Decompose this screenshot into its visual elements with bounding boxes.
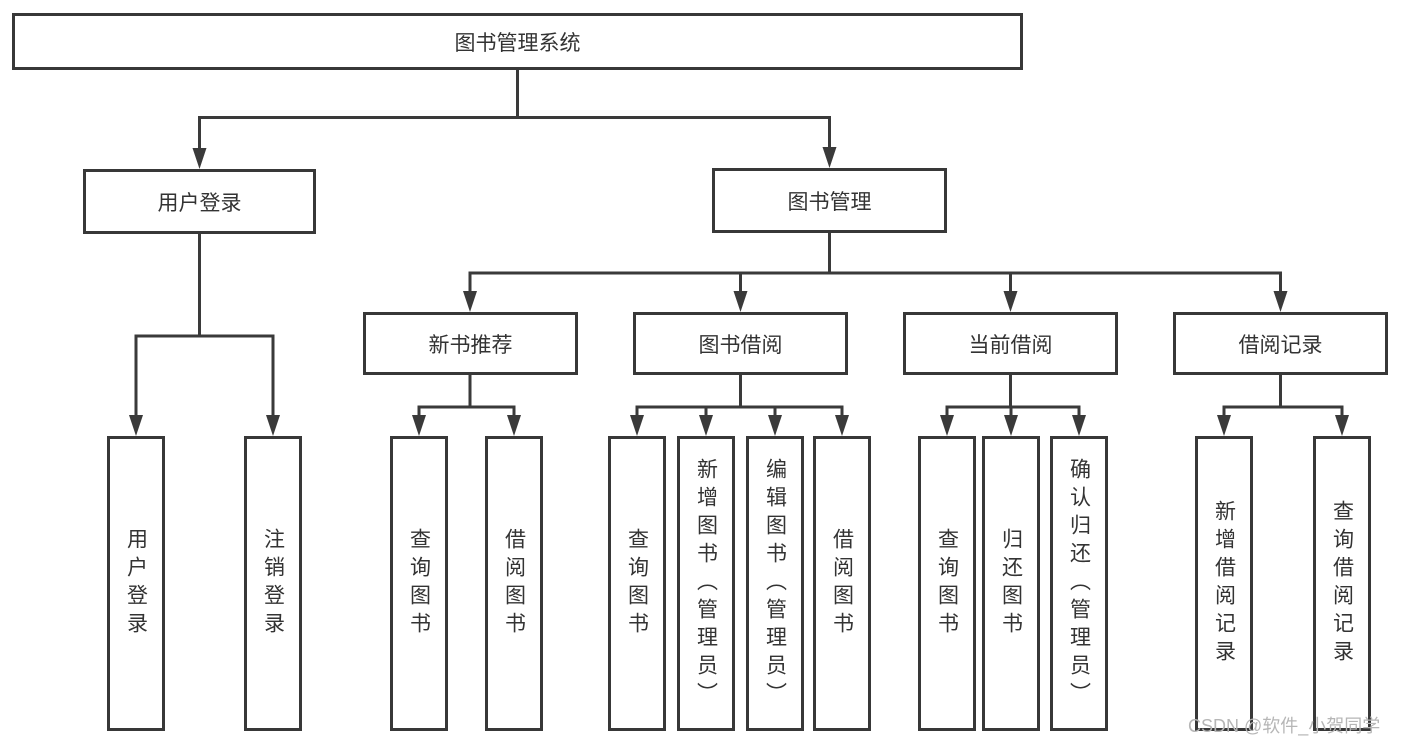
node-book-management-label: 图书管理: [787, 190, 872, 214]
node-leaf-query-books-borrow: 查询图书: [608, 436, 666, 731]
node-leaf-add-book-admin: 新增图书（管理员）: [677, 436, 735, 731]
node-leaf-query-books-current-label: 查询图书: [935, 527, 959, 640]
node-leaf-return-book-label: 归还图书: [999, 527, 1023, 640]
node-leaf-query-borrow-record: 查询借阅记录: [1313, 436, 1371, 731]
node-borrow-records-label: 借阅记录: [1238, 333, 1323, 357]
node-leaf-borrow-books-label: 借阅图书: [830, 527, 854, 640]
node-leaf-add-borrow-record: 新增借阅记录: [1195, 436, 1253, 731]
node-leaf-borrow-books-recommend-label: 借阅图书: [502, 527, 526, 640]
node-leaf-edit-book-admin-label: 编辑图书（管理员）: [763, 457, 787, 710]
node-leaf-user-login-label: 用户登录: [124, 527, 148, 640]
node-leaf-query-borrow-record-label: 查询借阅记录: [1330, 499, 1354, 668]
node-leaf-borrow-books-recommend: 借阅图书: [485, 436, 543, 731]
node-leaf-confirm-return-admin-label: 确认归还（管理员）: [1067, 457, 1091, 710]
node-book-borrow: 图书借阅: [633, 312, 848, 375]
node-leaf-query-books-recommend: 查询图书: [390, 436, 448, 731]
node-leaf-query-books-recommend-label: 查询图书: [407, 527, 431, 640]
node-leaf-return-book: 归还图书: [982, 436, 1040, 731]
node-leaf-borrow-books: 借阅图书: [813, 436, 871, 731]
node-leaf-logout-label: 注销登录: [261, 527, 285, 640]
node-leaf-confirm-return-admin: 确认归还（管理员）: [1050, 436, 1108, 731]
node-current-borrow-label: 当前借阅: [968, 333, 1053, 357]
node-leaf-query-books-current: 查询图书: [918, 436, 976, 731]
node-leaf-query-books-borrow-label: 查询图书: [625, 527, 649, 640]
node-system-root-label: 图书管理系统: [454, 31, 581, 55]
node-borrow-records: 借阅记录: [1173, 312, 1388, 375]
node-user-login: 用户登录: [83, 169, 316, 234]
node-leaf-add-book-admin-label: 新增图书（管理员）: [694, 457, 718, 710]
node-user-login-label: 用户登录: [157, 191, 242, 215]
node-leaf-user-login: 用户登录: [107, 436, 165, 731]
node-leaf-add-borrow-record-label: 新增借阅记录: [1212, 499, 1236, 668]
node-new-book-recommend-label: 新书推荐: [428, 333, 513, 357]
node-leaf-edit-book-admin: 编辑图书（管理员）: [746, 436, 804, 731]
node-new-book-recommend: 新书推荐: [363, 312, 578, 375]
node-book-borrow-label: 图书借阅: [698, 333, 783, 357]
node-book-management: 图书管理: [712, 168, 947, 233]
node-leaf-logout: 注销登录: [244, 436, 302, 731]
node-current-borrow: 当前借阅: [903, 312, 1118, 375]
csdn-watermark: CSDN @软件_小贺同学: [1188, 716, 1381, 736]
arrowheads: [129, 147, 1349, 436]
node-system-root: 图书管理系统: [12, 13, 1023, 70]
